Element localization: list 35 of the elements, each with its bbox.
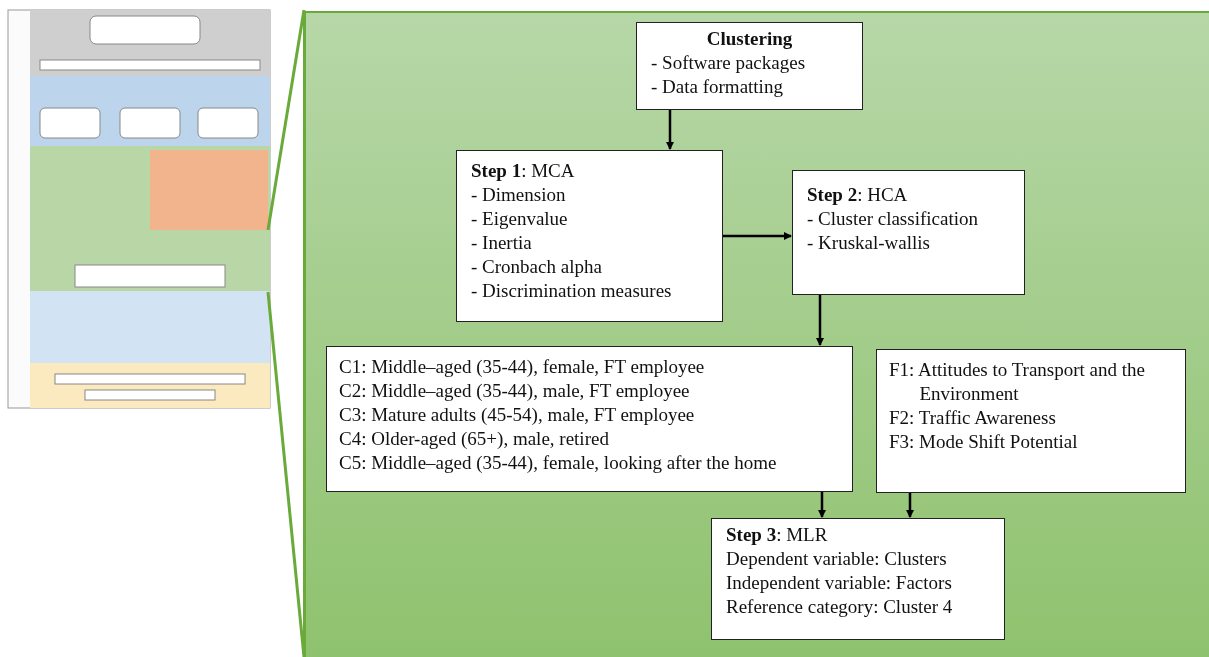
- box-text: - Dimension: [471, 183, 567, 207]
- arrow: [816, 295, 824, 346]
- box-text: F2: Traffic Awareness: [889, 406, 1057, 430]
- box-text: C2: Middle–aged (35-44), male, FT employee: [339, 379, 691, 403]
- box-heading: Clustering: [705, 27, 794, 51]
- step-box: [792, 170, 1025, 295]
- step-box: [326, 346, 853, 492]
- arrow: [818, 492, 826, 518]
- box-text: Dependent variable: Clusters: [726, 547, 948, 571]
- step-box: [636, 22, 863, 110]
- step-box: [876, 349, 1186, 493]
- box-text: C5: Middle–aged (35-44), female, looking after the home: [339, 451, 778, 475]
- box-text: C3: Mature adults (45-54), male, FT employee: [339, 403, 696, 427]
- arrow: [666, 110, 674, 150]
- box-text: - Cluster classification: [807, 207, 979, 231]
- box-text: - Inertia: [471, 231, 533, 255]
- box-text: - Data formatting: [651, 75, 784, 99]
- box-text: - Kruskal-wallis: [807, 231, 931, 255]
- step-box: [456, 150, 723, 322]
- step-box: [711, 518, 1005, 640]
- arrow: [906, 493, 914, 518]
- arrow: [723, 232, 792, 240]
- box-heading: Step 1: MCA: [471, 159, 576, 183]
- box-heading: Step 2: HCA: [807, 183, 909, 207]
- box-heading: Step 3: MLR: [726, 523, 829, 547]
- box-text: C4: Older-aged (65+), male, retired: [339, 427, 610, 451]
- box-text: - Cronbach alpha: [471, 255, 603, 279]
- box-text: - Eigenvalue: [471, 207, 569, 231]
- box-text: - Discrimination measures: [471, 279, 673, 303]
- box-text: F3: Mode Shift Potential: [889, 430, 1079, 454]
- box-text: Independent variable: Factors: [726, 571, 953, 595]
- box-text: - Software packages: [651, 51, 807, 75]
- box-heading: C1: Middle–aged (35-44), female, FT employee: [339, 355, 706, 379]
- box-text: Reference category: Cluster 4: [726, 595, 954, 619]
- box-text: F1: Attitudes to Transport and the Environment: [889, 358, 1146, 406]
